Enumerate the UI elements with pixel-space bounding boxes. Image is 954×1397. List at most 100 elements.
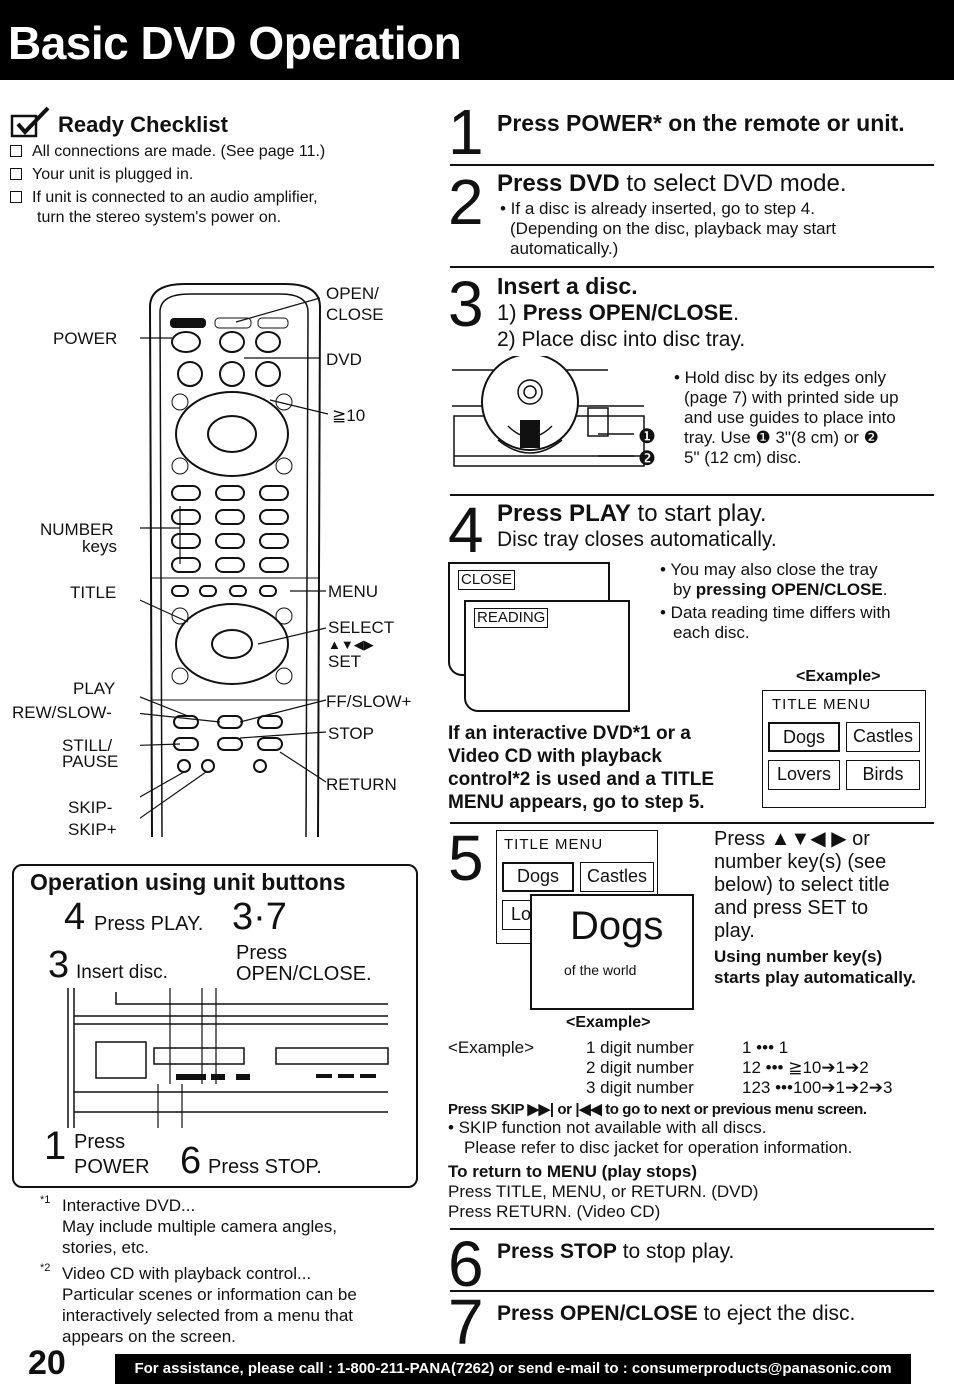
- skip-detail: • SKIP function not available with all d…: [448, 1118, 853, 1157]
- title-menu-example: [762, 690, 926, 808]
- example-title: <Example>: [796, 668, 881, 685]
- step-7-text: Press OPEN/CLOSE to eject the disc.: [497, 1302, 856, 1325]
- step-3-sub-2: 2) Place disc into disc tray.: [497, 328, 746, 351]
- unit-stop-num: 6: [180, 1140, 202, 1182]
- step-6-number: 6: [448, 1228, 484, 1300]
- unit-power-text-1: Press: [74, 1131, 126, 1153]
- step-4-sub: Disc tray closes automatically.: [497, 528, 777, 551]
- page-number: 20: [28, 1344, 66, 1382]
- unit-illustration: [66, 914, 390, 1148]
- menu-title: TITLE MENU: [772, 696, 872, 713]
- remote-label-arrows: ▲▼◀▶: [328, 637, 374, 652]
- remote-label-dvd: DVD: [326, 350, 362, 369]
- unit-open-text-1: Press: [236, 942, 288, 964]
- unit-open-text-2: OPEN/CLOSE.: [236, 963, 372, 985]
- checklist-item: Your unit is plugged in.: [10, 165, 420, 185]
- unit-play-num: 4: [64, 896, 86, 938]
- step-5-auto-note: Using number key(s) starts play automati…: [714, 947, 916, 987]
- title-screen-sub: of the world: [564, 962, 637, 978]
- remote-label-select: SELECT: [328, 618, 395, 637]
- title-screen-heading: Dogs: [570, 904, 664, 948]
- remote-label-number-keys: keys: [82, 537, 117, 556]
- remote-label-play: PLAY: [73, 679, 116, 698]
- menu-item[interactable]: Dogs: [502, 862, 574, 892]
- remote-label-ff-slow: FF/SLOW+: [326, 692, 412, 711]
- unit-buttons-title: Operation using unit buttons: [30, 869, 346, 895]
- unit-insert-text: Insert disc.: [76, 962, 168, 983]
- remote-label-open-close-2: CLOSE: [326, 305, 384, 324]
- step-2-number: 2: [448, 166, 484, 238]
- unit-play-text: Press PLAY.: [94, 913, 204, 935]
- footnote-2-mark: *2: [40, 1262, 51, 1274]
- step-3-bullet: • Hold disc by its edges only (page 7) w…: [674, 368, 899, 467]
- unit-power-num: 1: [44, 1124, 67, 1168]
- remote-label-open-close-1: OPEN/: [326, 284, 379, 303]
- checklist-item: All connections are made. (See page 11.): [10, 142, 420, 162]
- step-3-number: 3: [448, 268, 484, 340]
- checklist: All connections are made. (See page 11.)…: [10, 142, 420, 228]
- checklist-icon: [10, 106, 56, 143]
- divider: [450, 494, 934, 496]
- checklist-title: Ready Checklist: [58, 112, 228, 137]
- page-title: Basic DVD Operation: [8, 17, 462, 69]
- remote-label-set: SET: [328, 652, 362, 671]
- remote-label-power: POWER: [53, 329, 118, 348]
- disc-tray-illustration: [448, 353, 648, 487]
- step-5-number: 5: [448, 822, 484, 894]
- divider: [450, 266, 934, 268]
- remote-label-return: RETURN: [326, 775, 397, 794]
- title-screen: [530, 894, 694, 1010]
- remote-label-skip-plus: SKIP+: [68, 820, 117, 839]
- disc-marker-2: ❷: [638, 448, 656, 470]
- step-7-number: 7: [448, 1286, 484, 1358]
- disc-marker-1: ❶: [638, 426, 656, 448]
- return-to-menu: To return to MENU (play stops) Press TIT…: [448, 1162, 759, 1221]
- divider: [450, 1290, 934, 1292]
- menu-item[interactable]: Lovers: [768, 760, 840, 790]
- menu-title: TITLE MENU: [504, 836, 604, 853]
- step-2-heading: Press DVD to select DVD mode.: [497, 170, 847, 197]
- menu-item[interactable]: Castles: [580, 862, 654, 892]
- checklist-item: If unit is connected to an audio amplifi…: [10, 188, 420, 208]
- remote-label-menu: MENU: [328, 582, 379, 601]
- remote-label-still: STILL/: [62, 736, 113, 755]
- remote-label-pause: PAUSE: [62, 752, 119, 771]
- unit-insert-num: 3: [48, 944, 70, 986]
- divider: [450, 822, 934, 824]
- step-1-text: Press POWER* on the remote or unit.: [497, 110, 905, 136]
- unit-open-num: 3·7: [232, 896, 287, 938]
- step-3-title: Insert a disc.: [497, 273, 638, 299]
- footer-contact-bar: For assistance, please call : 1-800-211-…: [115, 1354, 911, 1384]
- page-header-bar: [0, 0, 954, 80]
- remote-label-rew-slow: REW/SLOW-: [12, 703, 112, 722]
- unit-power-text-2: POWER: [74, 1156, 150, 1178]
- footnote-1: Interactive DVD... May include multiple …: [62, 1196, 337, 1257]
- osd-reading: READING: [474, 608, 549, 628]
- step-3-sub-1: 1) Press OPEN/CLOSE.: [497, 300, 740, 325]
- osd-close: CLOSE: [458, 570, 515, 590]
- unit-buttons-panel: [12, 864, 418, 1188]
- step-5-instructions: Press ▲▼◀ ▶ or number key(s) (see below)…: [714, 828, 890, 942]
- step-4-number: 4: [448, 494, 484, 566]
- divider: [450, 1228, 934, 1230]
- unit-stop-text: Press STOP.: [208, 1156, 322, 1178]
- step-4-bullets: • You may also close the tray by pressin…: [660, 560, 891, 642]
- step-4-heading: Press PLAY to start play.: [497, 500, 767, 527]
- remote-label-skip-minus: SKIP-: [68, 798, 113, 817]
- step-1-number: 1: [448, 96, 484, 168]
- remote-illustration: [117, 282, 330, 847]
- remote-label-stop: STOP: [328, 724, 374, 743]
- step-6-text: Press STOP to stop play.: [497, 1240, 735, 1263]
- menu-item[interactable]: Castles: [846, 722, 920, 752]
- menu-item[interactable]: Dogs: [768, 722, 840, 752]
- remote-label-ge10: ≧10: [332, 406, 366, 425]
- footnote-2: Video CD with playback control... Partic…: [62, 1264, 357, 1346]
- divider: [450, 164, 934, 166]
- menu-item[interactable]: Birds: [846, 760, 920, 790]
- checklist-item-cont: turn the stereo system's power on.: [37, 209, 282, 226]
- skip-note: Press SKIP ▶▶| or |◀◀ to go to next or p…: [448, 1101, 867, 1118]
